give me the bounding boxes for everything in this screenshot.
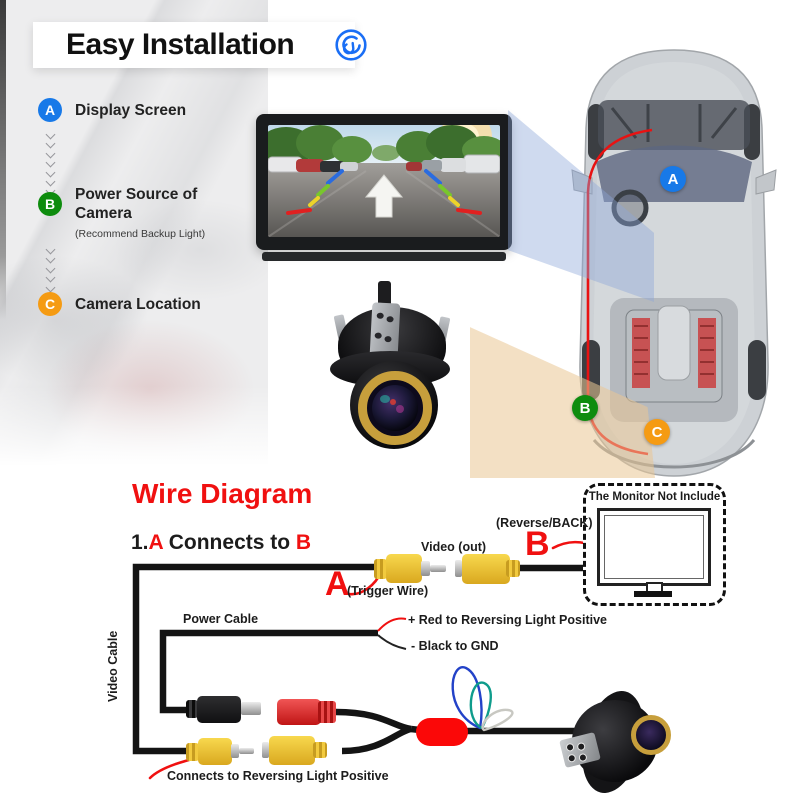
wire-diagram-title: Wire Diagram <box>132 478 313 509</box>
label-reverse-back: (Reverse/BACK) <box>496 516 593 530</box>
legend-badge-b: B <box>38 192 62 216</box>
monitor-base <box>634 591 672 597</box>
power-cable-wire <box>159 629 378 714</box>
rca2-male-pin <box>239 748 254 754</box>
label-black-gnd: - Black to GND <box>411 639 499 653</box>
wrench-circle-icon <box>335 29 367 61</box>
label-power-cable: Power Cable <box>183 612 259 626</box>
rca-male-video <box>386 554 422 583</box>
rca-male-boot <box>374 559 387 579</box>
legend-badge-c: C <box>38 292 62 316</box>
dc-male-plug <box>197 696 241 723</box>
rca-female-video <box>462 554 510 584</box>
label-b-marker: B <box>525 525 550 563</box>
background-photo <box>0 0 268 466</box>
video-cable-wire <box>132 563 378 755</box>
wire-diagram-camera <box>559 684 672 800</box>
rca2-female <box>269 736 315 765</box>
label-video-cable: Video Cable <box>106 630 120 702</box>
parking-guidelines <box>286 169 482 215</box>
blue-loop-wire <box>451 666 483 730</box>
legend-badge-b-letter: B <box>44 196 56 212</box>
label-video-out: Video (out) <box>421 540 487 554</box>
dc-male-boot <box>186 700 198 718</box>
wire-diagram-step: 1.A Connects to B <box>131 531 312 554</box>
legend-label-camera-location: Camera Location <box>75 296 201 313</box>
rca2-male-boot <box>186 743 199 761</box>
legend-label-power-source: Power Source of Camera <box>75 186 198 222</box>
rca-female-ring <box>455 560 462 577</box>
car-marker-b: B <box>572 395 598 421</box>
legend-badge-a-letter: A <box>44 102 56 118</box>
rca2-male-ring <box>231 744 239 758</box>
display-screen <box>256 114 512 250</box>
dc-male-tip <box>241 702 261 715</box>
camera2-gold-lens <box>631 715 671 755</box>
legend-note-backup-light: (Recommend Backup Light) <box>75 228 206 240</box>
reverse-arrow <box>364 174 404 218</box>
rca-merge-wire <box>341 725 412 755</box>
legend-label-display-screen: Display Screen <box>75 102 187 119</box>
label-monitor-note: The Monitor Not Include <box>588 491 721 503</box>
teal-loop-wire <box>469 681 492 730</box>
dc-merge-wire <box>335 708 412 733</box>
rca2-female-boot <box>313 742 327 758</box>
gray-loop-wire <box>481 708 514 732</box>
wire-diagram-lines <box>132 540 594 780</box>
left-edge-strip <box>0 0 6 320</box>
rca-male-pin <box>430 565 446 572</box>
monitor-not-included-box: The Monitor Not Include <box>583 483 726 606</box>
legend-badge-c-letter: C <box>44 296 56 312</box>
parking-scene <box>268 125 500 237</box>
label-a-marker: A <box>325 565 350 603</box>
backup-camera-product <box>328 281 456 453</box>
rca-female-boot <box>506 560 520 577</box>
wire-junction-pill <box>416 718 468 746</box>
camera-lens <box>372 385 418 431</box>
label-red-positive: + Red to Reversing Light Positive <box>408 613 607 627</box>
label-connects-reversing: Connects to Reversing Light Positive <box>167 769 389 783</box>
dc-female-boot <box>318 701 336 723</box>
dc-female-plug <box>277 699 321 725</box>
camera-gold-ring <box>358 371 432 445</box>
page-title: Easy Installation <box>66 28 295 61</box>
car-marker-c: C <box>644 419 670 445</box>
label-trigger-wire: (Trigger Wire) <box>347 584 429 598</box>
title-box: Easy Installation <box>33 22 355 68</box>
camera-bracket <box>369 302 401 358</box>
rca2-male <box>198 738 232 765</box>
dotted-arrow-a-b <box>43 129 57 197</box>
monitor-drawing <box>597 508 711 586</box>
rca2-female-ring <box>262 742 269 758</box>
screen-stand <box>262 252 506 261</box>
legend-badge-a: A <box>38 98 62 122</box>
rca-male-ring <box>421 561 430 576</box>
car-marker-a: A <box>660 166 686 192</box>
car-top-view <box>571 49 777 477</box>
rearview-scene <box>268 125 500 237</box>
